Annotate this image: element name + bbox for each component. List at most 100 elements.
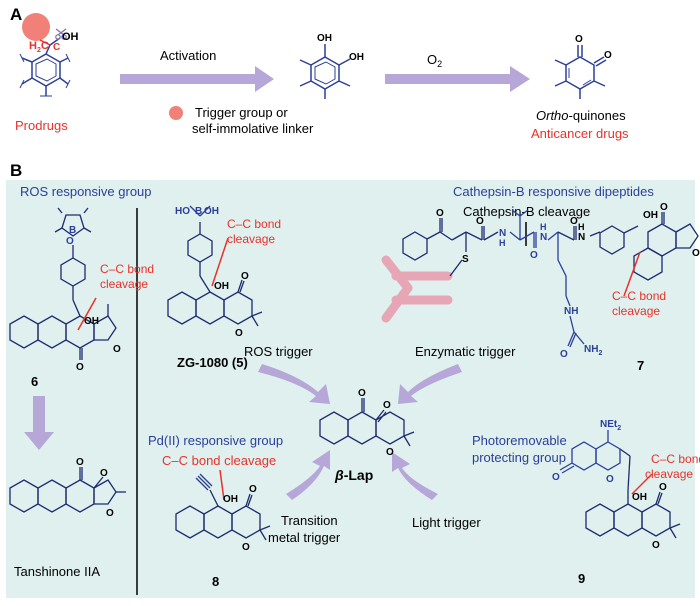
cathepsin-group-label: Cathepsin-B responsive dipeptides xyxy=(453,184,654,199)
compound-5-cleavage-line xyxy=(211,237,229,287)
trigger-arrows xyxy=(258,364,462,500)
compound-6-label: 6 xyxy=(31,374,38,389)
compound-8-o1: O xyxy=(249,484,257,495)
compound-7-n1: N xyxy=(499,228,506,239)
beta-lap-o2: O xyxy=(383,400,391,411)
compound-7-cleavage: cleavage xyxy=(612,304,660,318)
compound-7-h1: H xyxy=(499,238,506,248)
compound-5-label: ZG-1080 (5) xyxy=(177,355,248,370)
light-trigger-label: Light trigger xyxy=(412,515,481,530)
compound-8-label: 8 xyxy=(212,574,219,589)
activation-arrow xyxy=(120,66,274,92)
compound-7-o5: O xyxy=(660,202,668,213)
compound-6-to-tanshinone-arrow xyxy=(24,396,54,450)
light-trigger-arrow xyxy=(392,452,438,500)
quinone-o1: O xyxy=(575,34,583,45)
beta-lap-o1: O xyxy=(358,388,366,399)
enzymatic-trigger-arrow xyxy=(398,364,462,404)
prodrug-structure xyxy=(19,13,71,97)
activation-label: Activation xyxy=(160,48,216,63)
ros-trigger-arrow xyxy=(258,364,330,404)
prodrug-c-label: C xyxy=(53,42,60,53)
trigger-legend-line1: Trigger group or xyxy=(195,105,288,120)
compound-6-boron: B xyxy=(69,225,76,236)
compound-7-o0: O xyxy=(436,208,444,219)
compound-7-n3: N xyxy=(578,232,585,243)
compound-5-oh-b: OH xyxy=(204,206,219,217)
panel-b-background xyxy=(6,180,695,598)
compound-5-cleavage: cleavage xyxy=(227,232,275,246)
ortho-quinones-label: Ortho-quinones xyxy=(536,108,626,123)
tanshinone-o1: O xyxy=(76,457,84,468)
panel-b-label: B xyxy=(10,161,22,180)
compound-7-o1: O xyxy=(476,216,484,227)
compound-7-h2: H xyxy=(540,222,547,232)
compound-9-net2: NEt2 xyxy=(600,419,621,432)
compound-7-structure xyxy=(402,209,699,348)
oxidation-arrow xyxy=(385,66,530,92)
compound-7-h3: H xyxy=(578,222,585,232)
transition-trigger-arrow xyxy=(286,450,330,500)
beta-lap-o3: O xyxy=(386,447,394,458)
compound-9-o1: O xyxy=(552,472,560,483)
compound-9-cleavage-line xyxy=(631,473,653,495)
compound-9-oh: OH xyxy=(632,492,647,503)
compound-8-o2: O xyxy=(242,542,250,553)
tanshinone-o3: O xyxy=(106,508,114,519)
compound-6-cleavage-line xyxy=(77,297,97,331)
compound-9-o3: O xyxy=(659,482,667,493)
compound-9-cc-bond: C–C bond xyxy=(651,452,700,466)
compound-8-cleavage-line xyxy=(219,469,225,501)
prodrug-oh-label: OH xyxy=(62,31,79,43)
tanshinone-structure xyxy=(9,467,126,513)
compound-5-ho: HO xyxy=(175,206,190,217)
anticancer-label: Anticancer drugs xyxy=(531,126,629,141)
trigger-legend-circle xyxy=(169,106,183,120)
panel-b: B ROS responsive group O B OH O O C–C xyxy=(6,161,700,598)
trigger-legend-line2: self-immolative linker xyxy=(192,121,314,136)
compound-7-label: 7 xyxy=(637,358,644,373)
compound-9-structure xyxy=(559,430,681,539)
enzymatic-trigger-label: Enzymatic trigger xyxy=(415,344,516,359)
tanshinone-label: Tanshinone IIA xyxy=(14,564,100,579)
compound-6-oh: OH xyxy=(84,316,99,327)
pd-group-label: Pd(II) responsive group xyxy=(148,433,283,448)
prodrugs-label: Prodrugs xyxy=(15,118,68,133)
compound-7-o2: O xyxy=(530,250,538,261)
photo-group-line2: protecting group xyxy=(472,450,566,465)
o2-label: O2 xyxy=(427,52,442,69)
compound-7-n2: N xyxy=(540,232,547,243)
compound-6-cleavage: cleavage xyxy=(100,277,148,291)
compound-5-structure xyxy=(167,205,263,327)
ros-group-label: ROS responsive group xyxy=(20,184,152,199)
beta-lap-structure xyxy=(319,398,415,447)
trigger-circle-large xyxy=(22,13,50,41)
compound-5-o-ketone: O xyxy=(241,271,249,282)
compound-7-o4: O xyxy=(560,349,568,360)
compound-5-oh: OH xyxy=(214,281,229,292)
compound-5-boron: B xyxy=(195,206,202,217)
compound-7-nh: NH xyxy=(564,306,578,317)
prodrug-h2c-label: H2C xyxy=(29,40,49,54)
antibody-icon xyxy=(381,255,453,323)
compound-6-cc-bond: C–C bond xyxy=(100,262,154,276)
pd-cc-bond-cleavage: C–C bond cleavage xyxy=(162,453,276,468)
beta-lap-label: β-Lap xyxy=(334,467,373,483)
compound-9-o2: O xyxy=(606,474,614,485)
compound-8-oh: OH xyxy=(223,494,238,505)
compound-7-oh: OH xyxy=(643,210,658,221)
antibody-linker xyxy=(449,259,463,277)
compound-9-o4: O xyxy=(652,540,660,551)
compound-7-cleavage-line xyxy=(623,251,641,297)
panel-a-label: A xyxy=(10,5,22,24)
transition-trigger-line1: Transition xyxy=(281,513,338,528)
catechol-oh2: OH xyxy=(349,52,364,63)
catechol-oh1: OH xyxy=(317,33,332,44)
photo-group-line1: Photoremovable xyxy=(472,433,567,448)
compound-6-o-top: O xyxy=(66,236,74,247)
compound-7-s: S xyxy=(462,254,469,265)
compound-6-o: O xyxy=(76,362,84,373)
compound-7-nh2: NH2 xyxy=(584,344,602,357)
